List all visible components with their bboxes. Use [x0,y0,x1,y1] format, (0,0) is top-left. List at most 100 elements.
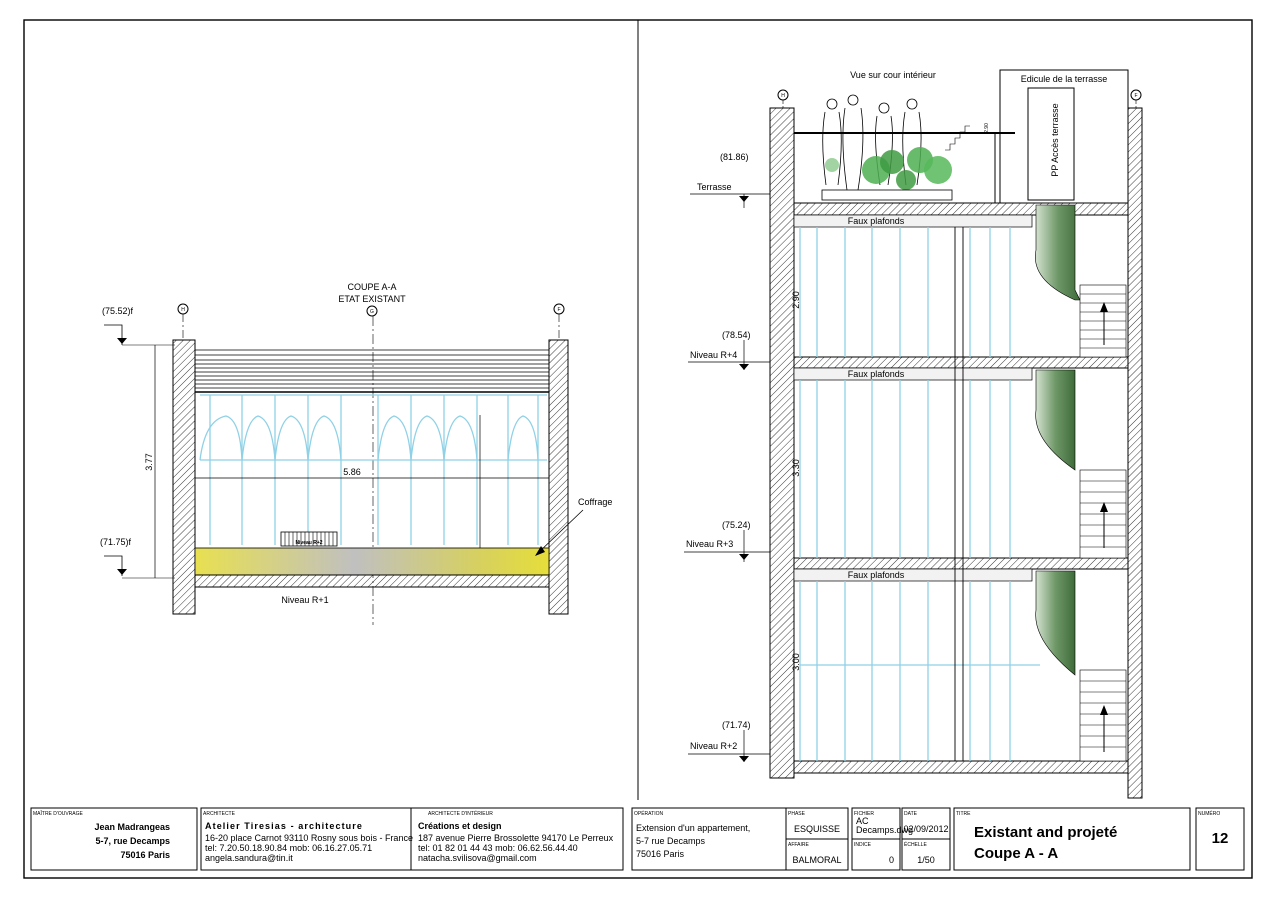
faux-plafond-label-2: Faux plafonds [848,369,905,379]
level-r3-label: Niveau R+3 [686,539,733,549]
tb-archi2-label: ARCHITECTE D'INTÉRIEUR [428,810,493,817]
glazing-r4 [799,227,1011,357]
tb-maitre-box [30,807,198,871]
coffrage-leader [537,509,584,554]
right-wall-east [1127,107,1143,799]
tb-maitre-addr1: 5-7, rue Decamps [95,836,170,846]
left-level-top-triangle [117,338,127,344]
left-wall-east [548,339,569,615]
tb-archi-l3: angela.sandura@tin.it [205,853,293,863]
faux-plafond-1 [793,214,1033,228]
staircase [1034,204,1127,762]
level-r4-label: Niveau R+4 [690,350,737,360]
tb-operation-l3: 75016 Paris [636,849,685,859]
tb-fichier-label: FICHIER [854,811,874,817]
tb-phase-label: PHASE [788,811,806,817]
terrace-plants [825,147,952,190]
slab-r3 [793,557,1129,570]
level-r4-value: (78.54) [722,330,751,340]
tb-date-label: DATE [904,811,918,817]
axis-g-label: G [370,309,374,315]
tb-indice-value: 0 [889,855,894,865]
people-silhouettes [822,94,922,191]
height-dim-text: 3.77 [144,453,154,471]
tb-operation-l1: Extension d'un appartement, [636,823,750,833]
tb-titre-l2: Coupe A - A [974,845,1058,862]
tb-echelle-label: ÉCHELLE [904,841,927,848]
axis-f-label: F [557,307,560,313]
tb-affaire-box [785,838,849,871]
glazing-r3 [799,380,1011,558]
edicule-label: Edicule de la terrasse [1021,74,1108,84]
left-section-existing: COUPE A-A ETAT EXISTANT H G F [100,282,612,625]
roof-stair [945,125,970,151]
left-niveau-label: Niveau R+1 [281,595,328,605]
axis-h-label: H [181,307,185,313]
right-axis-h-label: H [781,93,785,99]
left-level-bottom-marker [104,555,123,576]
left-floor-fill [194,547,550,576]
level-r3-value: (75.24) [722,520,751,530]
faux-plafond-2 [793,367,1033,381]
edicule-box [999,69,1129,204]
tb-operation-label: OPÉRATION [634,810,663,817]
left-level-top: (75.52)f [102,306,134,316]
tb-numero-label: NUMÉRO [1198,810,1220,817]
title-block: MAÎTRE D'OUVRAGE Jean Madrangeas 5-7, ru… [30,807,1245,871]
tb-echelle-value: 1/50 [917,855,935,865]
tb-archi-name: Atelier Tiresias - architecture [205,821,363,831]
tb-archi-label: ARCHITECTE [203,811,236,817]
right-axis-f-label: F [1134,93,1137,99]
tb-titre-label: TITRE [956,811,971,817]
tb-fichier-value2: Decamps.dwg [856,825,913,835]
faux-plafond-label-3: Faux plafonds [848,570,905,580]
tb-archi2-name: Créations et design [418,821,502,831]
level-r2-value: (71.74) [722,720,751,730]
tb-affaire-value: BALMORAL [792,855,841,865]
tb-indice-label: INDICE [854,842,872,848]
tb-archi2-l2: tel: 01 82 01 44 43 mob: 06.62.56.44.40 [418,843,578,853]
left-section-title: COUPE A-A [347,282,396,292]
coffrage-label: Coffrage [578,497,612,507]
left-glazing [199,394,547,545]
axis-g-bubble [366,305,378,317]
tb-titre-l1: Existant and projeté [974,824,1117,841]
coffrage-arrow [535,546,545,556]
tb-affaire-label: AFFAIRE [788,842,810,848]
vue-label: Vue sur cour intérieur [850,70,936,80]
rail-dim-text: 2.90 [984,123,990,133]
tb-archi-l2: tel: 7.20.50.18.90.84 mob: 06.16.27.05.7… [205,843,372,853]
tb-operation-l2: 5-7 rue Decamps [636,836,706,846]
pp-label: PP Accès terrasse [1050,103,1060,176]
tb-date-value: 02/09/2012 [903,824,948,834]
planter-box [821,189,953,201]
tb-archi2-box [410,807,624,871]
tb-maitre-label: MAÎTRE D'OUVRAGE [33,810,84,817]
slab-r2 [793,760,1129,774]
width-dim-text: 5.86 [343,467,361,477]
left-level-top-marker [104,324,123,345]
faux-plafond-3 [793,568,1033,582]
dim-middle: 3.30 [791,459,801,477]
tb-titre-box [953,807,1191,871]
tb-maitre-name: Jean Madrangeas [94,822,170,832]
tb-numero-value: 12 [1212,830,1229,847]
level-terrasse-label: Terrasse [697,182,732,192]
slab-terrasse [793,202,1129,216]
dim-lower: 3.00 [791,653,801,671]
left-level-bottom-triangle [117,569,127,575]
tb-indice-box [851,838,901,871]
faux-plafond-label-1: Faux plafonds [848,216,905,226]
left-wall-west [172,339,196,615]
radiator-label: Niveau R+2 [295,540,322,546]
dim-upper: 2.90 [791,291,801,309]
tb-maitre-addr2: 75016 Paris [120,850,170,860]
right-section-projected: H F Faux plafonds Faux plafonds Faux pla… [684,69,1143,799]
radiator-fins [284,532,334,546]
right-wall-west [769,107,795,779]
tb-echelle-box [901,838,951,871]
left-section-subtitle: ETAT EXISTANT [338,294,406,304]
tb-archi-l1: 16-20 place Carnot 93110 Rosny sous bois… [205,833,413,843]
left-roof [195,349,549,393]
level-terrasse-value: (81.86) [720,152,749,162]
